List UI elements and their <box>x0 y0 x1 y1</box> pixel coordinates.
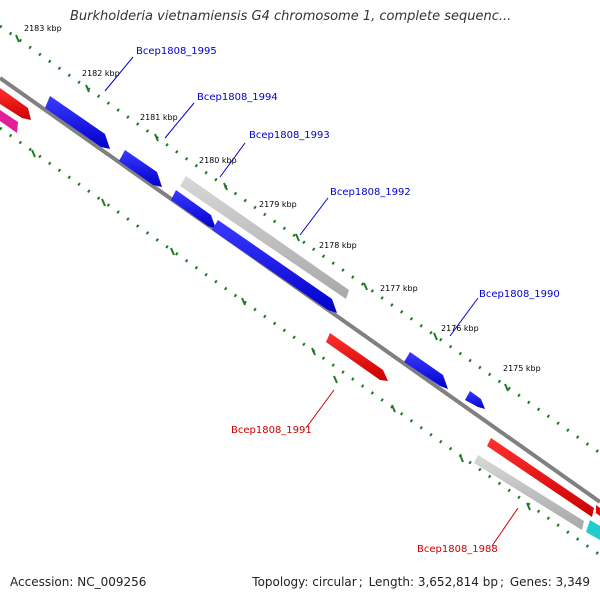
tick-label: 2178 kbp <box>319 241 357 250</box>
gene-bcep1808-1993-rna[interactable] <box>180 176 349 299</box>
inner-major-ticks <box>31 149 531 511</box>
gene-right-red-edge[interactable] <box>596 505 600 516</box>
gene-bcep1808-1990[interactable] <box>465 391 485 409</box>
length-label: Length: <box>368 575 415 589</box>
topology-label: Topology: <box>252 575 309 589</box>
gene-label-bcep1808-1991[interactable]: Bcep1808_1991 <box>231 425 312 436</box>
gene-bcep1808-1989[interactable] <box>487 438 594 517</box>
leader-line <box>104 56 134 92</box>
outer-tick-ring <box>0 24 600 455</box>
leader-line <box>164 102 195 139</box>
gene-left-pink[interactable] <box>0 110 18 133</box>
tick-label: 2176 kbp <box>441 324 479 333</box>
gene-label-bcep1808-1992[interactable]: Bcep1808_1992 <box>330 187 411 198</box>
gene-bcep1808-1990-a[interactable] <box>404 352 448 389</box>
gene-bcep1808-1992[interactable] <box>212 220 337 313</box>
gene-bcep1808-1995[interactable] <box>45 96 110 149</box>
tick-label: 2181 kbp <box>140 113 178 122</box>
tick-label: 2179 kbp <box>259 200 297 209</box>
genes-label: Genes: <box>509 575 552 589</box>
length-value: 3,652,814 bp <box>417 575 498 589</box>
tick-label: 2180 kbp <box>199 156 237 165</box>
map-title: Burkholderia vietnamiensis G4 chromosome… <box>70 9 512 24</box>
gene-bcep1808-1994[interactable] <box>119 150 162 187</box>
tick-label: 2177 kbp <box>380 284 418 293</box>
accession-value: NC_009256 <box>77 575 147 589</box>
tick-label: 2183 kbp <box>24 24 62 33</box>
genome-stats: Topology: circular; Length: 3,652,814 bp… <box>252 575 590 589</box>
accession-label: Accession: <box>10 575 74 589</box>
tick-label: 2175 kbp <box>503 364 541 373</box>
leader-line <box>449 297 479 337</box>
accession-info: Accession: NC_009256 <box>10 575 146 589</box>
outer-major-ticks <box>15 34 509 392</box>
separator: ; <box>358 575 363 589</box>
tick-label: 2182 kbp <box>82 69 120 78</box>
inner-tick-ring <box>0 126 600 557</box>
leader-line <box>299 197 329 236</box>
gene-bcep1808-1988[interactable] <box>474 455 584 530</box>
gene-label-bcep1808-1990[interactable]: Bcep1808_1990 <box>479 289 560 300</box>
gene-label-bcep1808-1993[interactable]: Bcep1808_1993 <box>249 130 330 141</box>
gene-bcep1808-1993[interactable] <box>171 190 216 229</box>
gene-bcep1808-1991[interactable] <box>326 333 388 381</box>
separator: ; <box>499 575 505 589</box>
genes-value: 3,349 <box>555 575 590 589</box>
leader-line <box>305 389 335 429</box>
gene-label-bcep1808-1988[interactable]: Bcep1808_1988 <box>417 544 498 555</box>
leader-line <box>219 142 246 178</box>
gene-right-cyan[interactable] <box>586 520 600 540</box>
topology-value: circular <box>312 575 357 589</box>
gene-label-bcep1808-1994[interactable]: Bcep1808_1994 <box>197 92 278 103</box>
gene-label-bcep1808-1995[interactable]: Bcep1808_1995 <box>136 46 217 57</box>
gene-left-red-top[interactable] <box>0 88 31 120</box>
leader-line <box>491 507 519 547</box>
